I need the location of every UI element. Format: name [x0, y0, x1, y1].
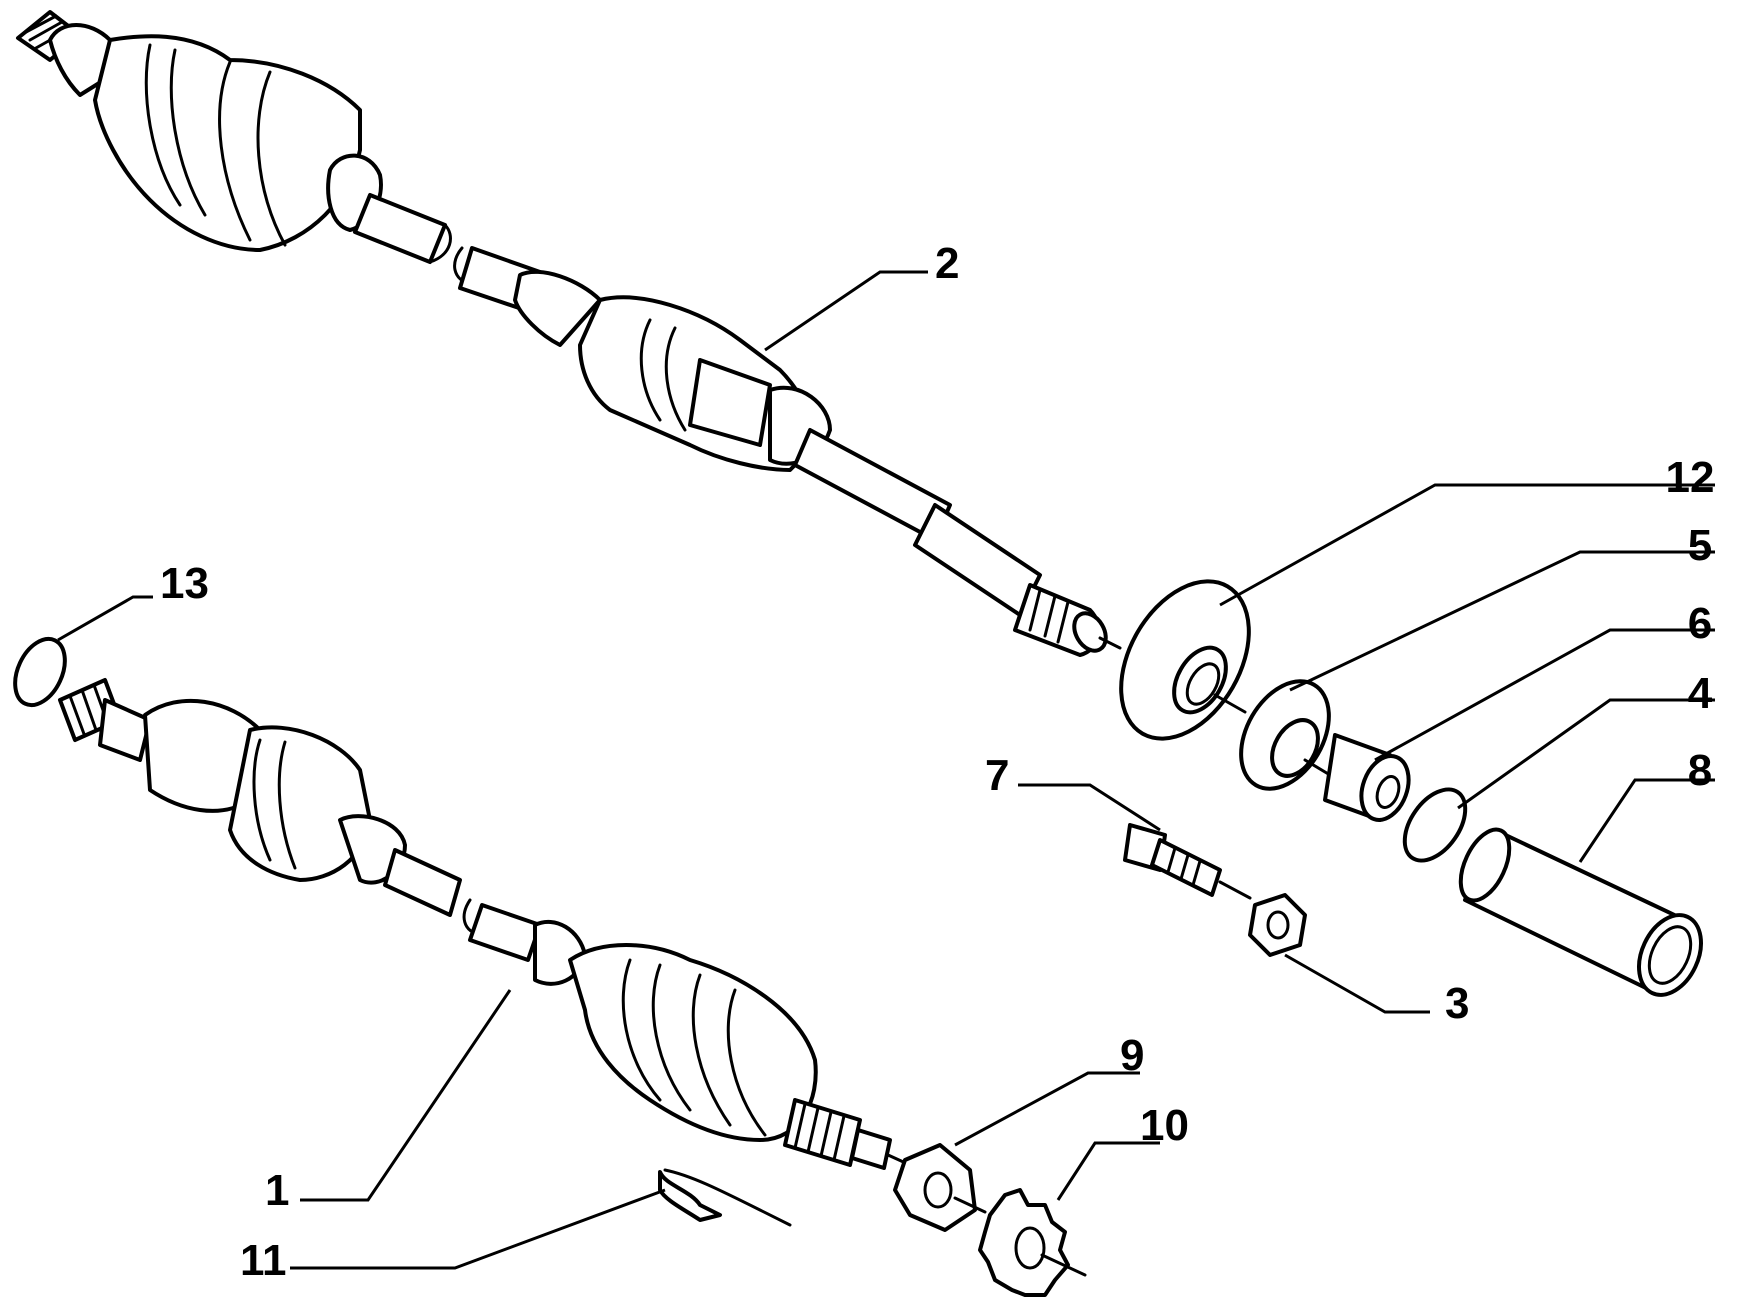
callout-10: 10 — [1140, 1101, 1189, 1150]
callout-4: 4 — [1688, 669, 1713, 718]
spacer-sleeve — [1323, 733, 1411, 822]
tone-wheel — [978, 1188, 1087, 1297]
leader-13 — [57, 595, 153, 642]
protective-tube — [1458, 827, 1703, 997]
callout-11: 11 — [240, 1236, 287, 1285]
lower-shaft-spline-end — [58, 678, 152, 762]
callout-3: 3 — [1445, 979, 1469, 1028]
upper-inner-cv-boot — [93, 34, 383, 252]
callout-6: 6 — [1688, 599, 1712, 648]
leader-lines — [57, 270, 1715, 1270]
callout-9: 9 — [1120, 1031, 1144, 1080]
upper-drive-shaft — [16, 10, 1122, 657]
leader-4 — [1457, 698, 1715, 810]
lower-outer-cv-boot — [568, 943, 818, 1142]
leader-8 — [1578, 778, 1715, 863]
bolt — [1123, 823, 1252, 900]
leader-9 — [954, 1071, 1140, 1147]
callout-1: 1 — [265, 1166, 289, 1215]
lower-shaft-body — [383, 848, 587, 986]
lower-shaft-spline-stub — [783, 1098, 912, 1170]
leader-2 — [764, 270, 928, 352]
nut — [1248, 893, 1307, 957]
leader-10 — [1056, 1141, 1160, 1201]
circlip-ring — [1402, 787, 1468, 863]
callout-5: 5 — [1688, 521, 1712, 570]
dust-shield-ring — [1119, 579, 1251, 741]
leader-3 — [1284, 953, 1430, 1014]
callout-2: 2 — [935, 239, 959, 288]
callout-numbers: 2 12 5 6 4 8 7 3 13 9 10 1 11 — [160, 239, 1714, 1285]
leader-12 — [1219, 483, 1715, 607]
leader-1 — [300, 989, 512, 1202]
leader-11 — [290, 1188, 666, 1270]
hub-nut — [893, 1143, 987, 1232]
callout-12: 12 — [1666, 453, 1715, 502]
lower-inner-cv-joint — [143, 698, 407, 885]
callout-8: 8 — [1688, 746, 1712, 795]
retaining-clip — [658, 1168, 792, 1227]
callout-13: 13 — [160, 559, 209, 608]
upper-shaft-body — [353, 193, 542, 312]
lower-drive-shaft — [13, 636, 912, 1170]
callout-7: 7 — [985, 751, 1009, 800]
o-ring — [13, 636, 67, 708]
upper-shaft-stub-axle — [793, 428, 1122, 657]
leader-5 — [1289, 550, 1715, 692]
leader-6 — [1374, 628, 1715, 762]
bearing — [1239, 679, 1332, 791]
leader-7 — [1018, 783, 1161, 832]
upper-outer-cv-joint — [513, 269, 832, 472]
